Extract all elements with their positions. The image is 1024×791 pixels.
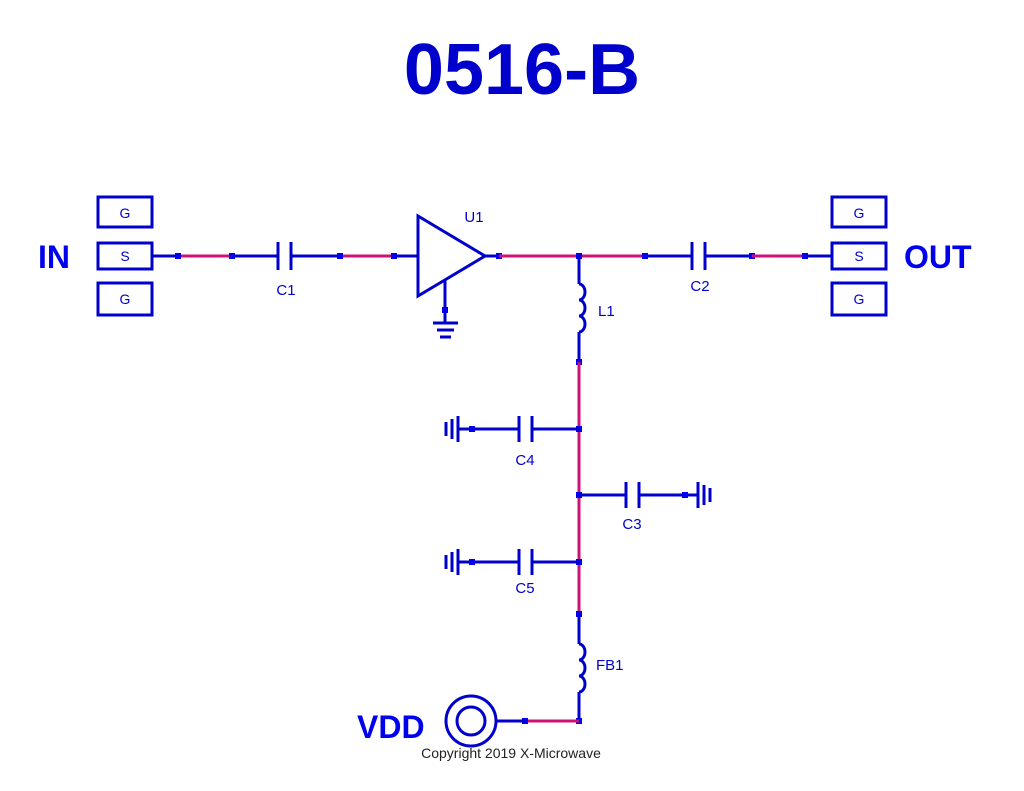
output-port[interactable]: G S G OUT — [830, 195, 972, 317]
node — [442, 307, 448, 313]
ref-label-c1: C1 — [276, 282, 295, 299]
inductor-coil-icon — [578, 282, 587, 334]
output-ground-pin-top[interactable] — [830, 195, 888, 229]
node — [337, 253, 343, 259]
vdd-port-label: VDD — [357, 709, 425, 745]
ground-icon — [444, 549, 460, 575]
ref-label-c4: C4 — [515, 452, 534, 469]
amplifier-u1[interactable]: U1 — [416, 209, 488, 339]
output-ground-pin-bottom[interactable] — [830, 281, 888, 317]
output-port-label: OUT — [904, 239, 972, 275]
node — [229, 253, 235, 259]
output-pin-label-signal: S — [854, 248, 863, 264]
copyright-text: Copyright 2019 X-Microwave — [421, 745, 601, 761]
capacitor-c5[interactable]: C5 — [444, 549, 582, 597]
inductor-coil-icon — [578, 642, 587, 694]
node — [682, 492, 688, 498]
ref-label-fb1: FB1 — [596, 657, 624, 674]
node — [391, 253, 397, 259]
ground-icon — [433, 321, 458, 339]
input-ground-pin-bottom[interactable] — [96, 281, 154, 317]
capacitor-c4[interactable]: C4 — [444, 416, 582, 469]
ground-icon — [696, 482, 712, 508]
capacitor-c1[interactable]: C1 — [276, 242, 296, 299]
coax-connector-outer-icon — [444, 694, 498, 748]
ferrite-bead-fb1[interactable]: FB1 — [576, 611, 624, 721]
node — [469, 559, 475, 565]
capacitor-c2[interactable]: C2 — [690, 242, 710, 295]
output-pin-label-top: G — [854, 205, 865, 221]
output-signal-pin[interactable] — [830, 241, 888, 271]
node — [175, 253, 181, 259]
node — [642, 253, 648, 259]
node — [469, 426, 475, 432]
inductor-l1[interactable]: L1 — [576, 256, 615, 365]
ref-label-c2: C2 — [690, 278, 709, 295]
ref-label-u1: U1 — [464, 209, 483, 226]
input-pin-label-bottom: G — [120, 291, 131, 307]
capacitor-c3[interactable]: C3 — [576, 482, 712, 533]
input-port[interactable]: IN G S G — [38, 195, 154, 317]
input-signal-pin[interactable] — [96, 241, 154, 271]
input-pin-label-top: G — [120, 205, 131, 221]
vdd-port[interactable]: VDD — [357, 694, 498, 748]
input-pin-label-signal: S — [120, 248, 129, 264]
ref-label-l1: L1 — [598, 303, 615, 320]
input-port-label: IN — [38, 239, 70, 275]
coax-connector-inner-icon — [455, 705, 487, 737]
input-ground-pin-top[interactable] — [96, 195, 154, 229]
ref-label-c5: C5 — [515, 580, 534, 597]
diagram-title: 0516-B — [404, 30, 640, 110]
ref-label-c3: C3 — [622, 516, 641, 533]
amplifier-triangle-icon — [416, 213, 488, 299]
output-pin-label-bottom: G — [854, 291, 865, 307]
ground-icon — [444, 416, 460, 442]
